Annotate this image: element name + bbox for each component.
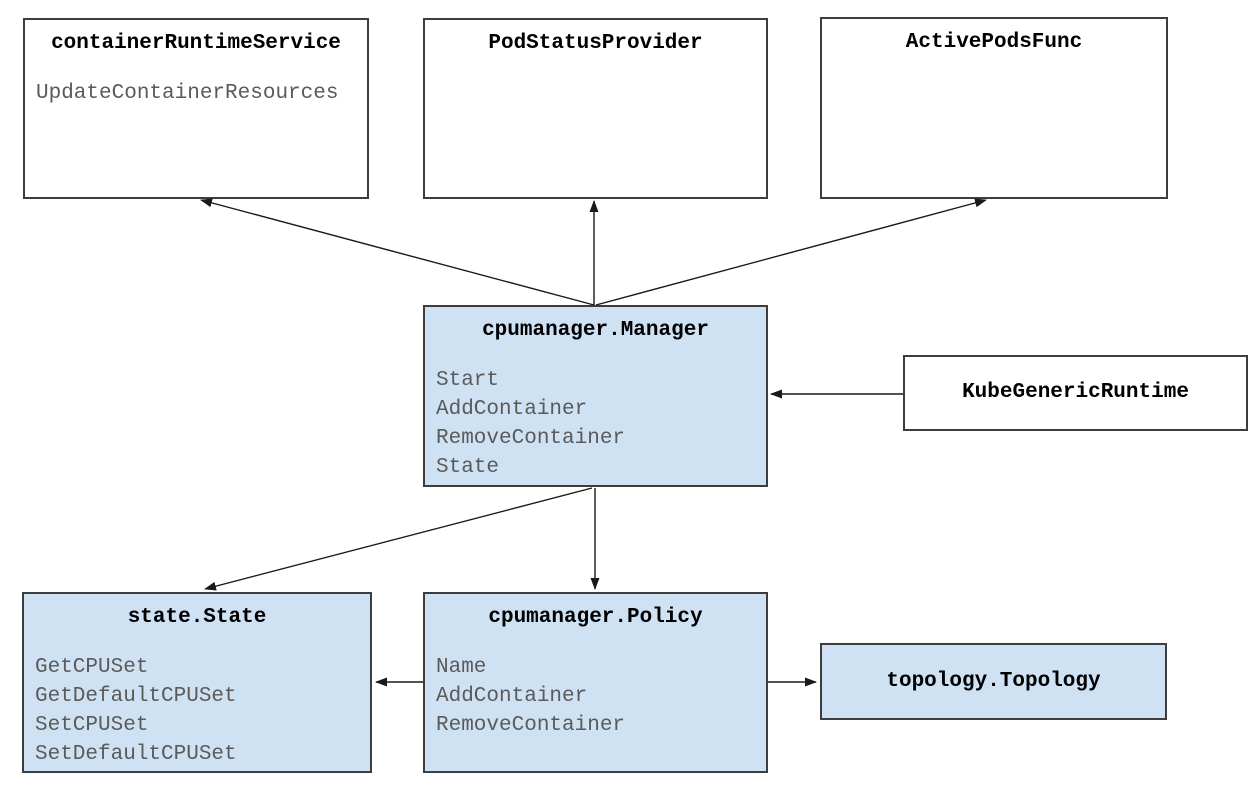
method-label: Start bbox=[436, 369, 500, 392]
node-title: KubeGenericRuntime bbox=[962, 381, 1189, 404]
method-label: State bbox=[436, 456, 500, 479]
node-title: PodStatusProvider bbox=[488, 32, 703, 55]
node-title: cpumanager.Manager bbox=[482, 319, 709, 342]
node-title: cpumanager.Policy bbox=[488, 606, 703, 629]
method-label: SetDefaultCPUSet bbox=[35, 743, 237, 766]
arrow-cpumanager-manager-to-state-state bbox=[204, 487, 593, 591]
arrow-cpumanager-manager-to-container-runtime-service bbox=[200, 198, 595, 306]
node-topology-topology: topology.Topology bbox=[820, 643, 1167, 720]
method-label: AddContainer bbox=[436, 685, 588, 708]
method-label: GetCPUSet bbox=[35, 656, 149, 679]
node-methods: UpdateContainerResources bbox=[25, 79, 367, 108]
method-label: UpdateContainerResources bbox=[36, 82, 339, 105]
node-title: topology.Topology bbox=[886, 669, 1101, 693]
arrow-cpumanager-manager-to-active-pods-func bbox=[595, 198, 987, 306]
method-label: RemoveContainer bbox=[436, 714, 626, 737]
node-title: ActivePodsFunc bbox=[905, 31, 1083, 54]
method-label: SetCPUSet bbox=[35, 714, 149, 737]
node-pod-status-provider: PodStatusProvider bbox=[423, 18, 768, 199]
node-title: containerRuntimeService bbox=[51, 32, 341, 55]
method-label: RemoveContainer bbox=[436, 427, 626, 450]
node-kube-generic-runtime: KubeGenericRuntime bbox=[903, 355, 1248, 431]
method-label: AddContainer bbox=[436, 398, 588, 421]
method-label: GetDefaultCPUSet bbox=[35, 685, 237, 708]
node-title: state.State bbox=[127, 606, 267, 629]
method-label: Name bbox=[436, 656, 487, 679]
node-active-pods-func: ActivePodsFunc bbox=[820, 17, 1168, 199]
node-container-runtime-service: containerRuntimeService UpdateContainerR… bbox=[23, 18, 369, 199]
